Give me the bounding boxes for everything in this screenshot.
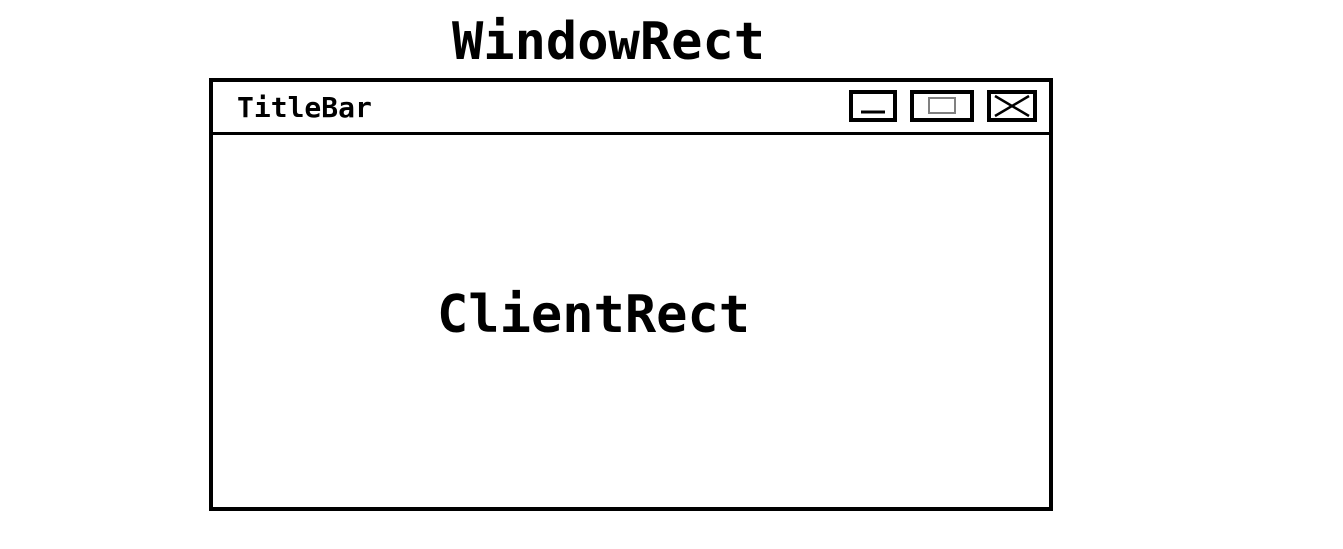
close-button[interactable] — [987, 90, 1037, 122]
client-rect-label: ClientRect — [437, 285, 751, 345]
minimize-icon — [861, 110, 885, 114]
title-bar-label: TitleBar — [237, 91, 372, 124]
maximize-icon — [928, 97, 956, 114]
title-bar[interactable]: TitleBar — [213, 82, 1049, 135]
minimize-button[interactable] — [849, 90, 897, 122]
close-icon — [994, 94, 1030, 118]
maximize-button[interactable] — [910, 90, 974, 122]
window-frame: TitleBar ClientRect — [209, 78, 1053, 511]
window-rect-label: WindowRect — [452, 12, 766, 72]
client-area: ClientRect — [213, 135, 1049, 507]
